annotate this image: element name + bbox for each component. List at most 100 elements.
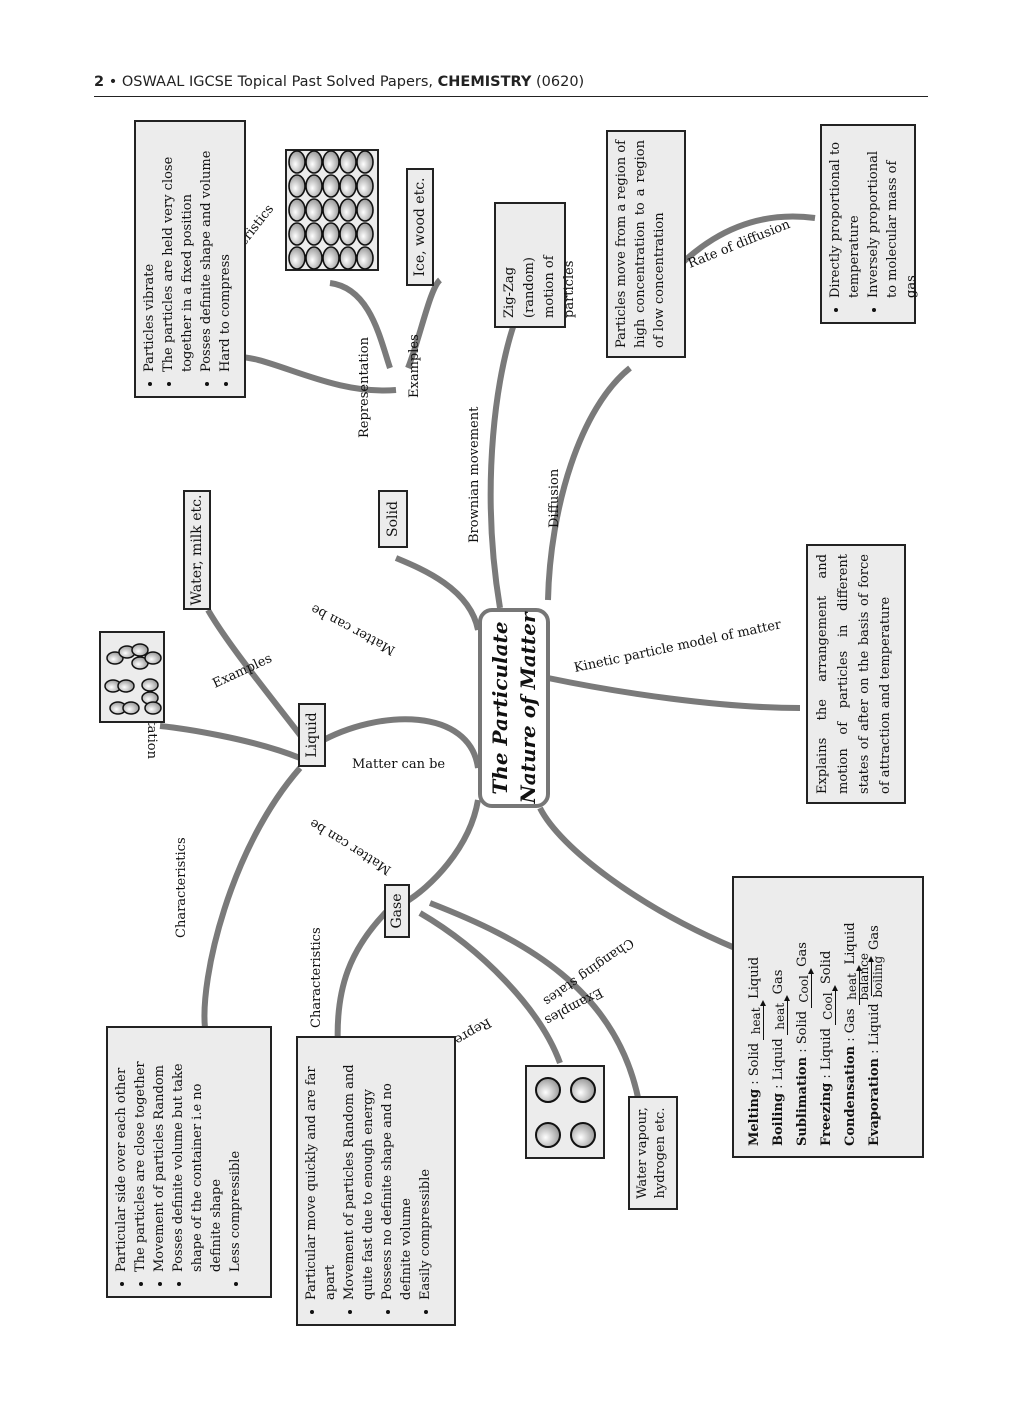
solid-particle: [305, 174, 323, 198]
brownian-text: Zig-Zag (random) motion of particles: [502, 255, 577, 318]
solid-particle: [322, 150, 340, 174]
solid-particle: [356, 246, 374, 270]
solid-particle: [322, 246, 340, 270]
gas-representation-picture: [525, 1065, 605, 1159]
liquid-examples-text: Water, milk etc.: [189, 494, 205, 606]
node-solid-label: Solid: [385, 501, 401, 537]
state-change-to: Gas: [867, 925, 882, 950]
state-change-name: Sublimation: [795, 1056, 810, 1146]
list-item: Possess no definite shape and no definit…: [378, 1046, 416, 1300]
arrow-icon: Cool: [797, 969, 812, 1008]
solid-representation-picture: [285, 149, 379, 271]
node-gas: Gase: [384, 884, 410, 938]
link-gas-characteristics: [334, 905, 393, 1049]
arrow-condition-over: heat: [773, 1002, 787, 1030]
state-change-name: Melting: [747, 1088, 762, 1146]
state-change-name: Condensation: [843, 1045, 858, 1146]
central-topic-line2: Nature of Matter: [516, 612, 540, 804]
diffusion-box: Particles move from a region of high con…: [606, 130, 686, 358]
subject-code: (0620): [535, 74, 585, 90]
solid-particle: [322, 174, 340, 198]
state-change-to: Gas: [795, 942, 810, 967]
state-change-name: Boiling: [771, 1092, 786, 1146]
liquid-particle: [141, 678, 159, 692]
liquid-representation-picture: [99, 631, 165, 723]
list-item: Directly proportional to temperature: [826, 134, 864, 298]
state-change-to: Gas: [771, 969, 786, 995]
state-change-from: Solid: [795, 1010, 810, 1045]
edge-label-liquid-characteristics: Characteristics: [174, 837, 189, 938]
list-item: Movement of particles Random and quite f…: [340, 1046, 378, 1300]
liquid-characteristics-list: Particular side over each other The part…: [112, 1036, 245, 1288]
solid-particle: [288, 222, 306, 246]
kinetic-model-box: Explains the arrangement and motion of p…: [806, 544, 906, 804]
gas-examples-box: Water vapour, hydrogen etc.: [628, 1096, 678, 1210]
liquid-characteristics-box: Particular side over each other The part…: [106, 1026, 272, 1298]
central-topic: The Particulate Nature of Matter: [478, 608, 550, 808]
subject-title: CHEMISTRY: [437, 74, 532, 90]
gas-examples-text: Water vapour, hydrogen etc.: [635, 1107, 668, 1199]
rate-of-diffusion-box: Directly proportional to temperature Inv…: [820, 124, 919, 324]
gas-particle: [570, 1077, 596, 1103]
liquid-examples-box: Water, milk etc.: [183, 490, 211, 610]
link-gas-representation: [418, 910, 563, 1065]
list-item: Less compressible: [226, 1036, 245, 1272]
list-item: The particles are held very close togeth…: [159, 130, 197, 372]
list-item: Posses definite volume but take shape of…: [169, 1036, 226, 1272]
link-center-solid: [394, 555, 481, 631]
connectors: [159, 213, 816, 1109]
list-item: Hard to compress: [216, 130, 235, 372]
arrow-condition-over: Cool: [797, 975, 811, 1003]
solid-particle: [288, 150, 306, 174]
link-gas-examples: [428, 900, 643, 1109]
arrow-icon: Cool: [821, 987, 836, 1026]
solid-particle: [305, 246, 323, 270]
state-change-from: Gas: [843, 1008, 858, 1034]
state-change-to: Liquid: [747, 956, 762, 999]
liquid-particle: [144, 651, 162, 665]
edge-label-diffusion: Diffusion: [547, 468, 562, 528]
link-center-brownian: [487, 306, 523, 609]
kinetic-model-text: Explains the arrangement and motion of p…: [815, 554, 893, 794]
list-item: Particular move quickly and are far apar…: [302, 1046, 340, 1300]
state-change-name: Evaporation: [867, 1058, 882, 1146]
gas-particle: [535, 1122, 561, 1148]
liquid-particle: [131, 643, 149, 657]
solid-particle: [305, 222, 323, 246]
solid-particle: [288, 198, 306, 222]
solid-particle: [339, 174, 357, 198]
gas-characteristics-box: Particular move quickly and are far apar…: [296, 1036, 456, 1326]
link-solid-examples: [405, 277, 443, 370]
solid-particle: [356, 198, 374, 222]
edge-label-solid-matter-can-be: Matter can be: [308, 601, 398, 658]
solid-particle: [322, 222, 340, 246]
gas-particle: [535, 1077, 561, 1103]
arrow-icon: heat: [773, 997, 788, 1036]
node-liquid-label: Liquid: [304, 712, 320, 758]
link-center-gas: [402, 799, 481, 906]
solid-particle: [305, 198, 323, 222]
list-item: Inversely proportional to molecular mass…: [864, 134, 921, 298]
solid-particle: [339, 246, 357, 270]
link-center-changing: [537, 806, 737, 951]
list-item: Easily compressible: [416, 1046, 435, 1300]
solid-particle: [356, 150, 374, 174]
list-item: Movement of particles Random: [150, 1036, 169, 1272]
state-change-separator: :: [795, 1044, 810, 1057]
node-gas-label: Gase: [389, 893, 405, 929]
arrow-condition-over: Cool: [821, 992, 835, 1020]
diffusion-text: Particles move from a region of high con…: [614, 140, 667, 348]
list-item: Particular side over each other: [112, 1036, 131, 1272]
solid-particle: [322, 198, 340, 222]
state-change-from: Liquid: [819, 1028, 834, 1071]
state-change-separator: :: [867, 1045, 882, 1058]
gas-particle: [570, 1122, 596, 1148]
solid-particle: [356, 222, 374, 246]
